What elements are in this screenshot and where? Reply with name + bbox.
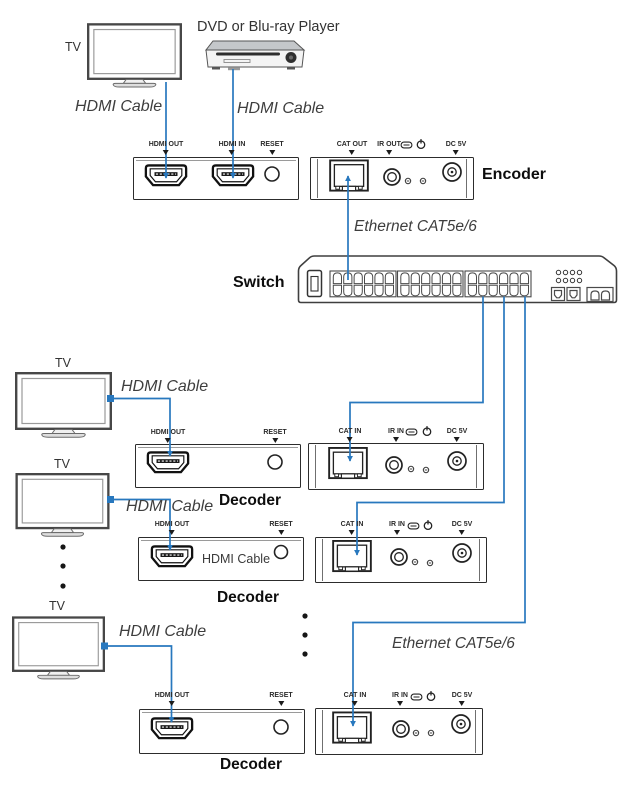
dvd-player-graphic [204, 40, 306, 71]
ir-blaster-icon [407, 522, 420, 530]
hdmi-cable-label-6: HDMI Cable [119, 623, 207, 640]
ethernet-cable-label-2: Ethernet CAT5e/6 [392, 635, 515, 652]
switch-uplink-ports [550, 286, 614, 303]
decoder2-reset-label: RESET [269, 521, 293, 528]
decoder3-reset-label: RESET [269, 692, 293, 699]
hdmi-cable-label-4: HDMI Cable [126, 498, 214, 515]
decoder3-hdmi-panel [139, 709, 305, 754]
ellipsis-dots-middle [302, 613, 308, 657]
decoder1-reset-label: RESET [263, 429, 287, 436]
power-icon [426, 690, 436, 702]
ir-blaster-icon [410, 693, 423, 701]
decoder3-hdmi-out-label: HDMI OUT [154, 692, 190, 699]
tv-2-label: TV [55, 356, 71, 370]
hdmi-cable-label-2: HDMI Cable [237, 100, 325, 117]
cat-cable-switch-decoder3 [350, 296, 526, 727]
decoder2-label: Decoder [216, 589, 280, 606]
decoder2-cat-in-label: CAT IN [340, 521, 364, 528]
ir-blaster-icon [400, 141, 413, 149]
encoder-ir-out-label: IR OUT [377, 141, 401, 148]
decoder1-cat-in-label: CAT IN [338, 428, 362, 435]
power-icon [422, 425, 432, 437]
switch-power-button [306, 269, 323, 298]
tv-2-graphic [15, 372, 112, 438]
decoder2-ir-in-label: IR IN [389, 521, 405, 528]
ethernet-switch-graphic [297, 255, 618, 304]
switch-rj45-ports [332, 272, 529, 297]
decoder1-label: Decoder [218, 492, 282, 509]
encoder-hdmi-panel [133, 157, 299, 200]
decoder3-label: Decoder [219, 756, 283, 773]
encoder-cat-out-label: CAT OUT [336, 141, 368, 148]
tv-1-label: TV [65, 40, 81, 54]
ethernet-cable-label-1: Ethernet CAT5e/6 [354, 218, 477, 235]
decoder1-hdmi-out-label: HDMI OUT [150, 429, 186, 436]
ellipsis-dots-left [60, 544, 66, 589]
power-icon [423, 519, 433, 531]
tv-3-label: TV [54, 457, 70, 471]
tv-4-label: TV [49, 599, 65, 613]
decoder3-dc5v-label: DC 5V [451, 692, 473, 699]
power-icon [416, 138, 426, 150]
decoder3-ir-in-label: IR IN [392, 692, 408, 699]
encoder-hdmi-out-label: HDMI OUT [148, 141, 184, 148]
encoder-reset-label: RESET [260, 141, 284, 148]
hdmi-plug [107, 496, 114, 503]
decoder3-cat-in-label: CAT IN [343, 692, 367, 699]
cat-cable-switch-decoder1 [347, 296, 484, 462]
hdmi-cable-label-5: HDMI Cable [201, 552, 271, 566]
decoder1-cat-panel [308, 443, 484, 490]
tv-1-graphic [87, 23, 182, 88]
decoder2-cat-panel [315, 537, 487, 583]
decoder2-dc5v-label: DC 5V [451, 521, 473, 528]
decoder1-ir-in-label: IR IN [388, 428, 404, 435]
tv-4-graphic [12, 616, 105, 681]
switch-status-leds [555, 269, 583, 284]
encoder-label: Encoder [482, 166, 547, 183]
tv-3-graphic [15, 473, 110, 537]
hdmi-cable-label-3: HDMI Cable [121, 378, 209, 395]
dvd-player-label: DVD or Blu-ray Player [197, 19, 340, 35]
decoder2-hdmi-out-label: HDMI OUT [154, 521, 190, 528]
decoder1-dc5v-label: DC 5V [446, 428, 468, 435]
encoder-cat-panel [310, 157, 474, 200]
encoder-hdmi-in-label: HDMI IN [218, 141, 246, 148]
ir-blaster-icon [405, 428, 418, 436]
encoder-dc5v-label: DC 5V [445, 141, 467, 148]
decoder1-hdmi-panel [135, 444, 301, 488]
hdmi-plug [101, 642, 108, 650]
switch-label: Switch [233, 274, 285, 291]
decoder3-cat-panel [315, 708, 483, 755]
hdmi-plug [107, 395, 114, 402]
cat-cable-switch-decoder2 [354, 296, 505, 556]
hdmi-cable-label-1: HDMI Cable [75, 98, 163, 115]
